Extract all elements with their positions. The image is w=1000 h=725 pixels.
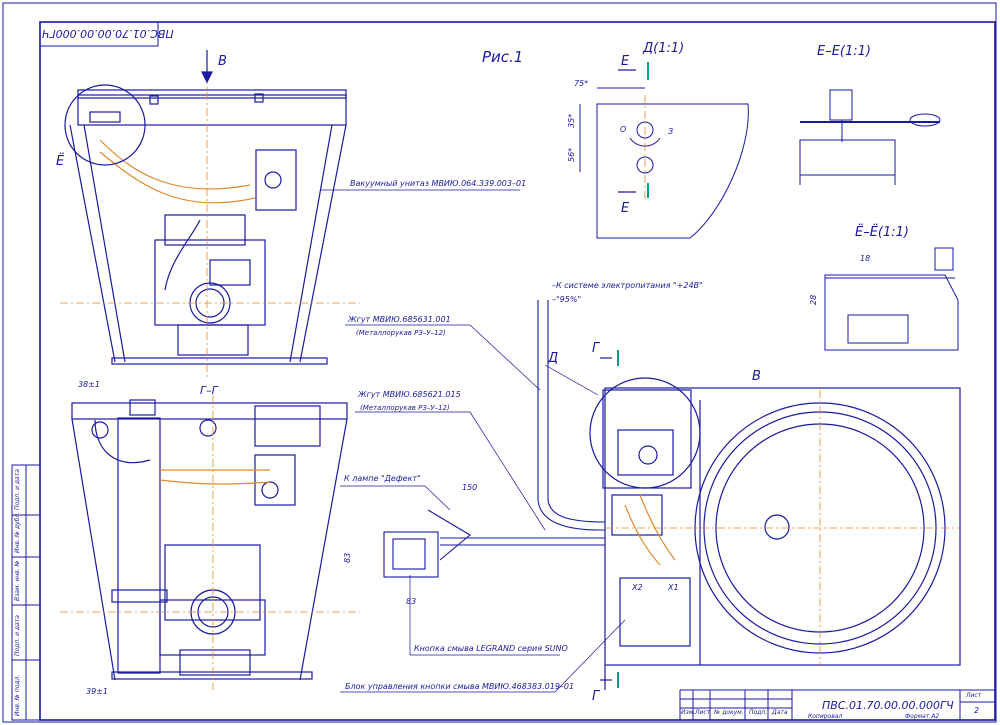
view-b-label: В bbox=[218, 54, 227, 69]
dim-83-horizontal: 83 bbox=[406, 597, 417, 606]
x1-label: Х1 bbox=[668, 583, 679, 592]
axis-view-b bbox=[605, 390, 960, 665]
dim-83-vertical: 83 bbox=[343, 552, 352, 563]
top-stamp-code: ПВС.01.70.00.00.000ГЧ bbox=[42, 27, 174, 40]
title-block bbox=[679, 689, 995, 720]
e-marker-label: Е bbox=[621, 54, 630, 69]
harness1-callout: Жгут МВИЮ.685631.001 bbox=[348, 315, 451, 324]
leaders bbox=[320, 189, 626, 693]
toilet-callout: Вакуумный унитаз МВИЮ.064.339.003–01 bbox=[350, 179, 527, 188]
side-stamp-3: Взам. инв. № bbox=[14, 560, 21, 601]
block-callout: Блок управления кнопки смыва МВИЮ.468383… bbox=[345, 682, 575, 691]
d-marker-label: Д bbox=[548, 351, 559, 366]
detail-circle-yo bbox=[64, 84, 146, 166]
dim-75: 75* bbox=[574, 79, 589, 88]
dim-150: 150 bbox=[462, 483, 478, 492]
side-stamp-2: Инв. № дубл. bbox=[14, 511, 21, 553]
section-markers bbox=[617, 62, 649, 688]
side-stamp-5: Инв. № подл. bbox=[14, 674, 21, 716]
detail-d bbox=[579, 87, 749, 239]
harness2-sub: (Металлорукав РЗ–У–12) bbox=[360, 404, 450, 412]
dim-18: 18 bbox=[860, 254, 871, 263]
section-yoyo bbox=[824, 247, 959, 351]
side-stamp-1: Подп. и дата bbox=[14, 469, 21, 510]
section-ee-label: Е–Е(1:1) bbox=[817, 44, 871, 59]
e2-marker-label: Е bbox=[621, 201, 630, 216]
col-list: Лист bbox=[695, 709, 711, 716]
g-marker-label: Г bbox=[592, 341, 600, 356]
flush-button bbox=[383, 531, 439, 578]
section-yoyo-label: Ё–Ё(1:1) bbox=[855, 225, 909, 240]
side-stamp-4: Подп. и дата bbox=[14, 615, 21, 656]
section-gg-label: Г–Г bbox=[200, 384, 218, 397]
view-bottom-left bbox=[71, 399, 348, 681]
harness2-callout: Жгут МВИЮ.685621.015 bbox=[358, 390, 461, 399]
axis-bottom-left bbox=[60, 395, 360, 690]
sheet-number: 2 bbox=[974, 706, 980, 715]
col-date: Дата bbox=[772, 709, 788, 716]
sheet-label: Лист bbox=[966, 692, 982, 699]
dim-39: 39±1 bbox=[86, 687, 108, 696]
col-izm: Изм. bbox=[681, 709, 696, 716]
g2-marker-label: Г bbox=[592, 689, 600, 704]
harness1-sub: (Металлорукав РЗ–У–12) bbox=[356, 329, 446, 337]
x2-label: Х2 bbox=[632, 583, 643, 592]
detail-d-label: Д(1:1) bbox=[643, 41, 685, 56]
dim-35: 35* bbox=[567, 113, 576, 128]
title-block-code: ПВС.01.70.00.00.000ГЧ bbox=[822, 699, 954, 712]
view-b bbox=[589, 377, 961, 690]
dim-38: 38±1 bbox=[78, 380, 100, 389]
view-b2-label: В bbox=[752, 369, 761, 384]
dim-28: 28 bbox=[809, 294, 818, 305]
dim-o: О bbox=[620, 125, 627, 134]
dim-z: З bbox=[668, 127, 674, 136]
axis-top-left bbox=[60, 60, 360, 380]
section-ee bbox=[799, 89, 941, 185]
detail-circle-d bbox=[589, 377, 701, 489]
top-stamp-box bbox=[39, 21, 159, 47]
yo-marker-label: Ё bbox=[56, 154, 65, 169]
dim-56: 56* bbox=[567, 147, 576, 162]
format-label: Формат А2 bbox=[905, 713, 940, 720]
power-callout-2: –"95%" bbox=[552, 295, 582, 304]
inner-frame bbox=[39, 21, 996, 721]
side-stamp bbox=[11, 464, 41, 721]
lamp-callout: К лампе "Дефект" bbox=[344, 474, 421, 483]
col-doc: № докум. bbox=[714, 709, 744, 716]
figure-label: Рис.1 bbox=[482, 48, 524, 66]
col-podp: Подп. bbox=[749, 709, 768, 716]
view-top-left bbox=[64, 84, 347, 365]
harness bbox=[383, 300, 606, 578]
power-callout: –К системе электропитания "+24В" bbox=[552, 281, 703, 290]
copied-label: Копировал bbox=[808, 713, 843, 720]
view-arrows bbox=[201, 50, 636, 681]
button-callout: Кнопка смыва LEGRAND серия SUNO bbox=[414, 644, 568, 653]
